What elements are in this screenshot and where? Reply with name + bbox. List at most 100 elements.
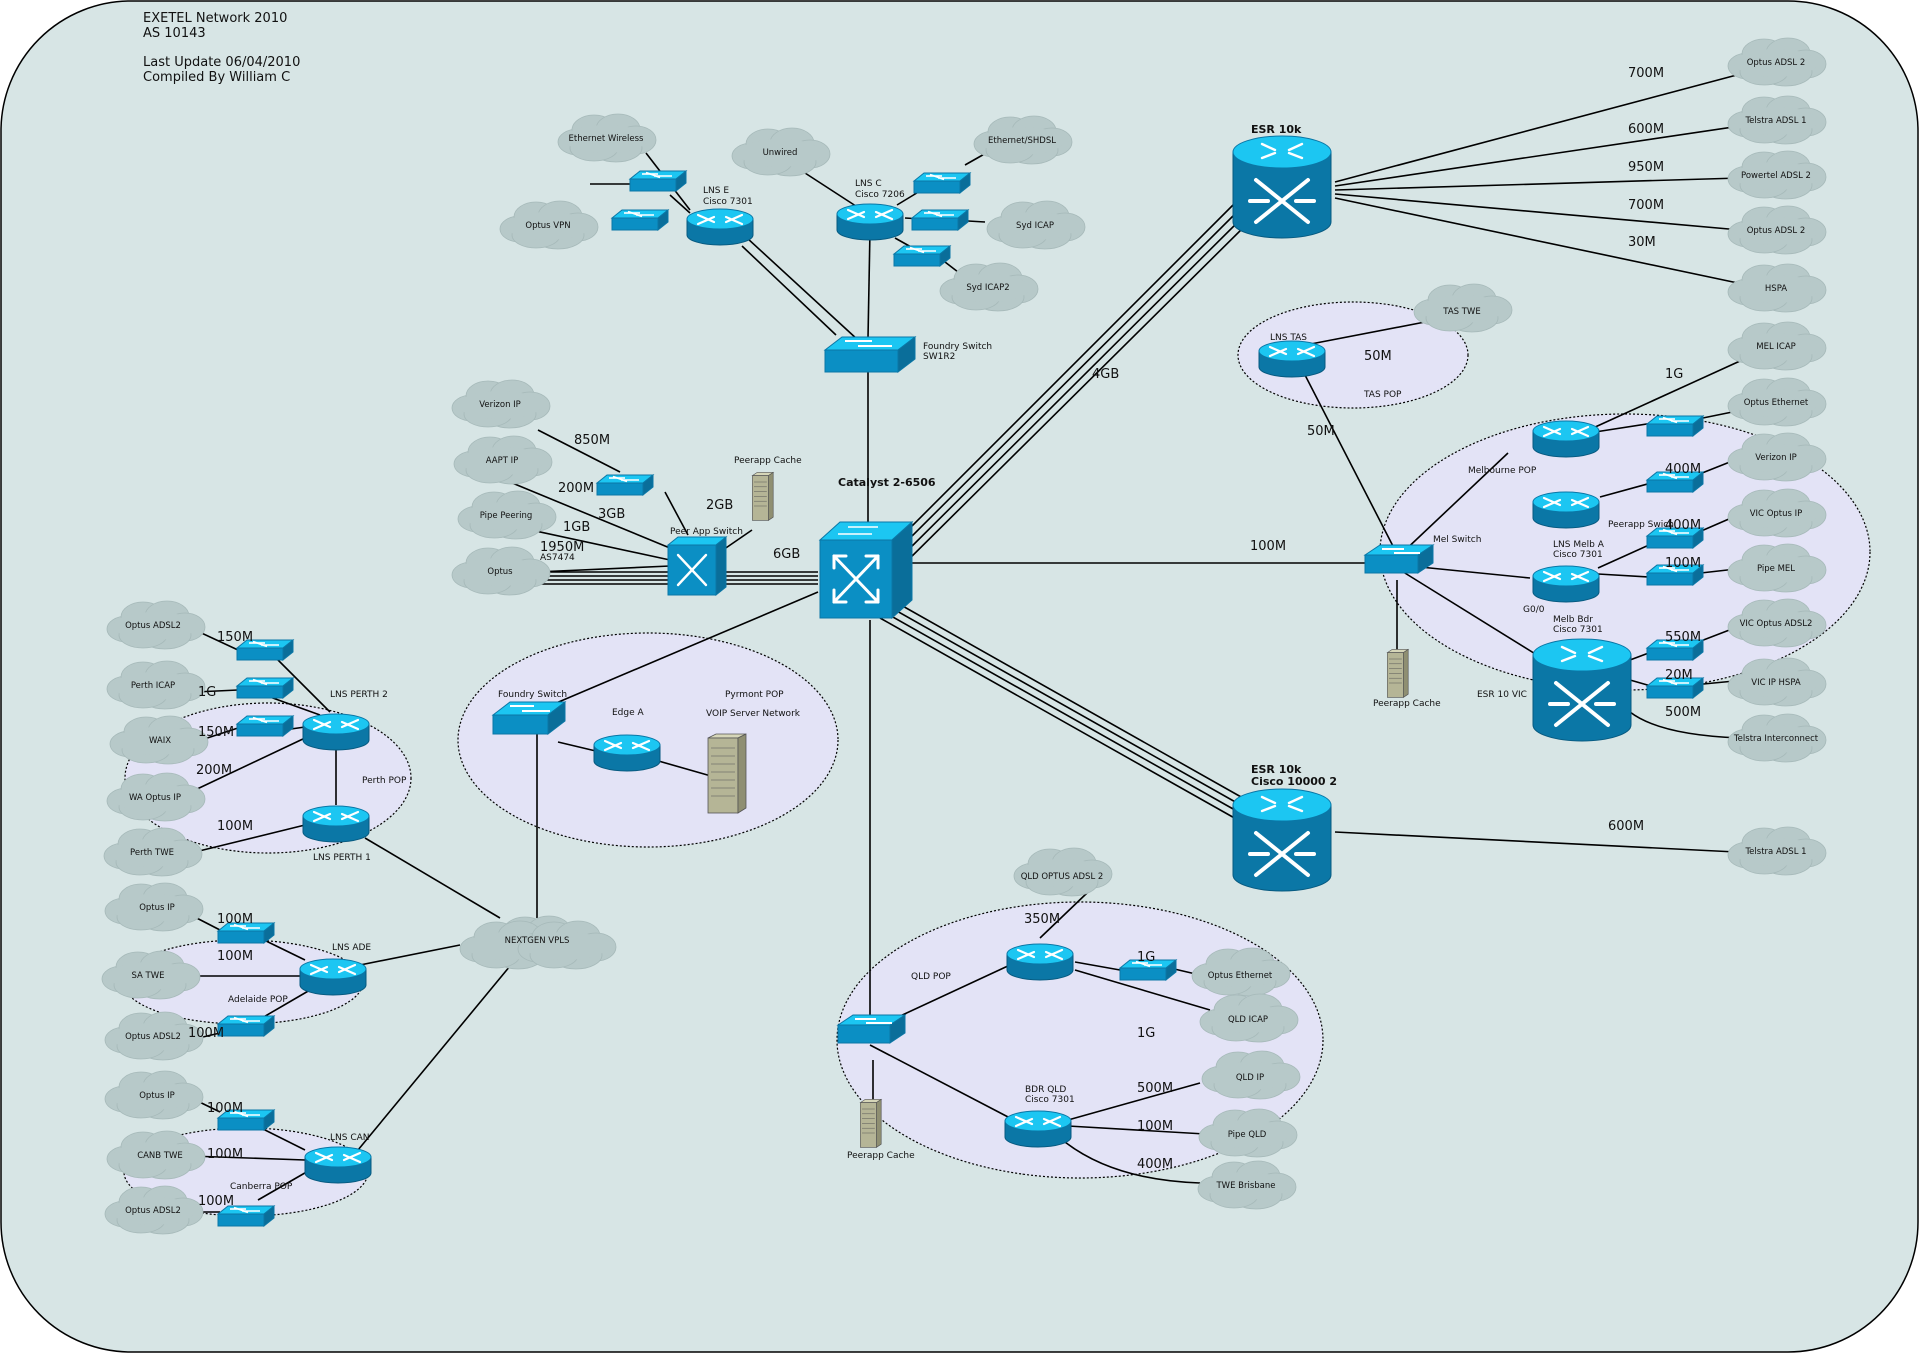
svg-text:200M: 200M	[196, 763, 232, 778]
lns-c-switch-2	[911, 209, 969, 231]
peerapp-cache-mel	[1387, 649, 1409, 698]
tas-pop-label: TAS POP	[1363, 390, 1402, 400]
perth-switch-3	[236, 715, 294, 737]
svg-text:150M: 150M	[217, 630, 253, 645]
svg-text:100M: 100M	[1665, 556, 1701, 571]
mel-switch-label: Mel Switch	[1433, 535, 1481, 545]
svg-text:50M: 50M	[1307, 424, 1335, 439]
foundry-sw1r2-label-1: Foundry Switch	[923, 342, 992, 352]
esr-10k-cisco-10000-2	[1232, 788, 1332, 892]
peering-switch	[596, 474, 654, 496]
svg-text:Ethernet Wireless: Ethernet Wireless	[569, 134, 644, 144]
cloud-syd-icap: Syd ICAP	[986, 200, 1086, 250]
melb-bdr-label-1: Melb Bdr	[1553, 615, 1593, 625]
pyrmont-pop-label: Pyrmont POP	[725, 690, 784, 700]
catalyst-label: Catalyst 2-6506	[838, 476, 936, 489]
lns-c-label-1: LNS C	[855, 179, 882, 189]
qld-switch	[836, 1014, 907, 1044]
svg-text:WAIX: WAIX	[149, 736, 171, 746]
cloud-qld-ip: QLD IP	[1201, 1050, 1301, 1100]
svg-text:TAS TWE: TAS TWE	[1442, 307, 1480, 317]
svg-text:Telstra ADSL 1: Telstra ADSL 1	[1744, 847, 1806, 857]
foundry-switch-sw1r2	[823, 335, 917, 374]
svg-text:200M: 200M	[558, 481, 594, 496]
svg-text:1G: 1G	[1137, 1026, 1155, 1041]
svg-text:100M: 100M	[188, 1026, 224, 1041]
pop-tas	[1237, 301, 1469, 409]
svg-text:150M: 150M	[198, 725, 234, 740]
svg-text:4GB: 4GB	[1092, 367, 1119, 382]
svg-text:AAPT IP: AAPT IP	[486, 456, 519, 466]
mel-router-top	[1531, 419, 1601, 459]
svg-text:Optus VPN: Optus VPN	[525, 221, 570, 231]
cloud-unwired: Unwired	[731, 127, 831, 177]
svg-text:1G: 1G	[1665, 367, 1683, 382]
svg-text:VIC IP HSPA: VIC IP HSPA	[1751, 678, 1801, 688]
svg-text:100M: 100M	[198, 1194, 234, 1209]
svg-text:QLD OPTUS ADSL 2: QLD OPTUS ADSL 2	[1021, 872, 1104, 882]
lns-perth-2-router	[301, 712, 371, 752]
lns-ade-router	[298, 957, 368, 997]
svg-text:1G: 1G	[198, 685, 216, 700]
peerapp-cache-qld	[860, 1099, 882, 1148]
svg-text:100M: 100M	[207, 1147, 243, 1162]
cloud-pipe-mel: Pipe MEL	[1727, 543, 1827, 593]
svg-text:Pipe MEL: Pipe MEL	[1757, 564, 1795, 574]
esr-10k-label: ESR 10k	[1251, 123, 1302, 136]
svg-text:700M: 700M	[1628, 198, 1664, 213]
cloud-nextgen-vpls: NEXTGEN VPLS	[459, 915, 617, 970]
svg-text:Optus ADSL 2: Optus ADSL 2	[1747, 58, 1806, 68]
svg-text:400M: 400M	[1137, 1157, 1173, 1172]
svg-text:CANB TWE: CANB TWE	[137, 1151, 183, 1161]
esr-10-vic	[1532, 638, 1632, 742]
g00-label: G0/0	[1523, 605, 1545, 615]
svg-text:3GB: 3GB	[598, 507, 625, 522]
lns-e-switch-1	[629, 170, 687, 192]
qld-pop-label: QLD POP	[911, 972, 951, 982]
cloud-pipe-peering: Pipe Peering	[457, 490, 557, 540]
lns-melb-a-label-1: LNS Melb A	[1553, 540, 1605, 550]
compiled-by: Compiled By William C	[143, 70, 290, 85]
svg-text:TWE Brisbane: TWE Brisbane	[1215, 1181, 1275, 1191]
svg-text:QLD ICAP: QLD ICAP	[1228, 1015, 1268, 1025]
cloud-wa-optus-ip: WA Optus IP	[106, 772, 206, 822]
svg-text:Verizon IP: Verizon IP	[1755, 453, 1797, 463]
svg-text:Perth TWE: Perth TWE	[130, 848, 174, 858]
peerapp-swich-router	[1531, 490, 1601, 530]
perth-pop-label: Perth POP	[362, 776, 407, 786]
cloud-vic-optus-adsl2: VIC Optus ADSL2	[1727, 598, 1827, 648]
lns-can-label: LNS CAN	[330, 1133, 370, 1143]
svg-text:700M: 700M	[1628, 66, 1664, 81]
svg-text:Pipe Peering: Pipe Peering	[480, 511, 533, 521]
cloud-optus: Optus	[451, 546, 551, 596]
lns-c-router	[835, 202, 905, 242]
svg-text:1950M: 1950M	[540, 540, 584, 555]
svg-text:500M: 500M	[1137, 1081, 1173, 1096]
lns-c-switch-3	[893, 245, 951, 267]
svg-text:500M: 500M	[1665, 705, 1701, 720]
svg-text:Optus Ethernet: Optus Ethernet	[1208, 971, 1273, 981]
voip-server-label: VOIP Server Network	[706, 709, 801, 719]
cloud-pipe-qld: Pipe QLD	[1198, 1108, 1298, 1158]
lns-melb-a-label-2: Cisco 7301	[1553, 550, 1603, 560]
svg-text:SA TWE: SA TWE	[131, 971, 164, 981]
cloud-waix: WAIX	[109, 715, 209, 765]
foundry-sw1r2-label-2: SW1R2	[923, 352, 955, 362]
svg-text:50M: 50M	[1364, 349, 1392, 364]
cloud-optus-ethernet-mel: Optus Ethernet	[1727, 377, 1827, 427]
svg-text:HSPA: HSPA	[1765, 284, 1787, 294]
cloud-optus-ip-canb: Optus IP	[104, 1070, 204, 1120]
svg-text:Optus IP: Optus IP	[139, 903, 175, 913]
esr-10k-2-label-2: Cisco 10000 2	[1251, 775, 1337, 788]
cloud-telstra-adsl1-a: Telstra ADSL 1	[1727, 95, 1827, 145]
cloud-ethernet-wireless: Ethernet Wireless	[557, 113, 657, 163]
cloud-hspa: HSPA	[1727, 263, 1827, 313]
svg-text:MEL ICAP: MEL ICAP	[1756, 342, 1796, 352]
edge-a-router	[592, 733, 662, 773]
bandwidth-labels: 850M 200M 3GB 1GB 1950M 2GB 6GB 4GB 100M…	[188, 66, 1701, 1209]
svg-text:100M: 100M	[217, 819, 253, 834]
melb-bdr-label-2: Cisco 7301	[1553, 625, 1603, 635]
lns-ade-label: LNS ADE	[332, 943, 371, 953]
svg-text:Verizon IP: Verizon IP	[479, 400, 521, 410]
svg-text:100M: 100M	[217, 949, 253, 964]
